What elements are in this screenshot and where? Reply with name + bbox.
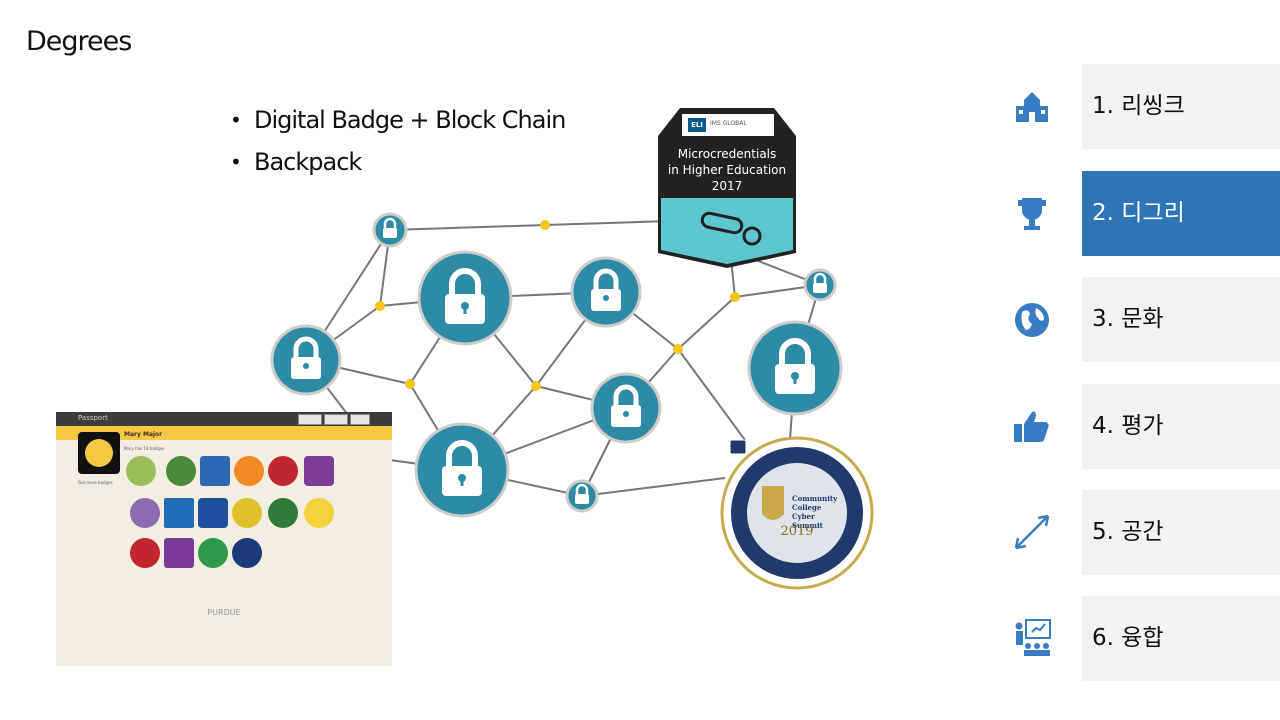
eli-ims-logos: ELI IMS GLOBAL (682, 114, 774, 136)
lock-node (372, 212, 408, 248)
bullet-item: Backpack (230, 144, 565, 186)
badge-icon (234, 456, 264, 486)
screenshot-header-strip (56, 426, 392, 440)
3cs-name-line: Community (792, 494, 838, 503)
screenshot-topbar: Passport (56, 412, 392, 426)
diagonal-arrows-icon (1014, 514, 1050, 550)
menu-icon-arrows[interactable] (1010, 510, 1054, 554)
menu-item-evaluation[interactable]: 4. 평가 (1082, 384, 1280, 469)
lock-node (747, 320, 843, 416)
lock-node (417, 250, 513, 346)
3cs-role: PRESENTER (776, 562, 818, 570)
menu-icon-school[interactable] (1010, 84, 1054, 128)
thumbs-up-icon (1014, 411, 1049, 442)
screenshot-footer-logo: PURDUE (207, 608, 241, 617)
trophy-icon (1018, 198, 1046, 230)
screenshot-button (298, 414, 322, 425)
school-building-icon (1016, 92, 1048, 122)
badge-icon (130, 538, 160, 568)
badge-icon (130, 498, 160, 528)
diploma-icon (700, 211, 762, 246)
menu-item-space[interactable]: 5. 공간 (1082, 490, 1280, 575)
screenshot-user-name: Mary Major (124, 431, 163, 438)
badge-line: Microcredentials (677, 147, 777, 161)
badge-icon (232, 498, 262, 528)
badge-icon (268, 498, 298, 528)
lock-node (565, 479, 599, 513)
badge-line: in Higher Education (667, 163, 787, 177)
badge-icon (304, 456, 334, 486)
screenshot-button (324, 414, 348, 425)
teacher-presentation-icon (1015, 619, 1051, 656)
badge-icon (164, 538, 194, 568)
network-junctions (375, 220, 740, 391)
microcredentials-badge: ELI IMS GLOBAL Microcredentials in Highe… (656, 108, 798, 268)
backpack-screenshot: Passport Mary Major Mary has 18 badges G… (56, 412, 392, 666)
3cs-name-line: College (792, 503, 822, 512)
menu-item-convergence[interactable]: 6. 융합 (1082, 596, 1280, 681)
lock-node (590, 372, 662, 444)
menu-icon-thumbs-up[interactable] (1010, 404, 1054, 448)
menu-item-degree[interactable]: 2. 디그리 (1082, 171, 1280, 256)
badge-icon (268, 456, 298, 486)
lock-node (414, 422, 510, 518)
badge-icon (164, 498, 194, 528)
microcredentials-text: Microcredentials in Higher Education 201… (656, 146, 798, 194)
screenshot-button (350, 414, 370, 425)
screenshot-side-text: Get more badges (78, 480, 113, 485)
badge-icon (304, 498, 334, 528)
badge-icon (198, 498, 228, 528)
3cs-year: 2019 (780, 524, 814, 539)
badge-icon (198, 538, 228, 568)
ims-global-logo: IMS GLOBAL (710, 120, 747, 127)
menu-item-rethink[interactable]: 1. 리씽크 (1082, 64, 1280, 149)
3cs-name-line: Cyber (792, 512, 815, 521)
menu-item-culture[interactable]: 3. 문화 (1082, 277, 1280, 362)
globe-icon (1015, 303, 1049, 337)
badge-icon (166, 456, 196, 486)
passport-logo (78, 432, 120, 474)
badge-icon (232, 538, 262, 568)
lock-node (803, 268, 837, 302)
badge-line: 2017 (711, 179, 743, 193)
3cs-name: Community College Cyber Summit (792, 494, 837, 530)
bullet-list: Digital Badge + Block Chain Backpack (230, 102, 566, 186)
lock-node (570, 256, 642, 328)
screenshot-app-name: Passport (78, 414, 108, 422)
menu-icon-trophy[interactable] (1010, 192, 1054, 236)
lock-node (270, 324, 342, 396)
badge-icon (200, 456, 230, 486)
screenshot-subtitle: Mary has 18 badges (124, 446, 165, 451)
page-title: Degrees (26, 26, 132, 57)
bullet-item: Digital Badge + Block Chain (230, 102, 566, 144)
3cs-name-line: Summit (792, 521, 823, 530)
3cs-summit-badge: Community College Cyber Summit 2019 PRES… (720, 436, 874, 590)
eli-logo: ELI (688, 118, 706, 132)
badge-icon (126, 456, 156, 486)
menu-icon-globe[interactable] (1010, 298, 1054, 342)
menu-icon-teacher[interactable] (1010, 616, 1054, 660)
